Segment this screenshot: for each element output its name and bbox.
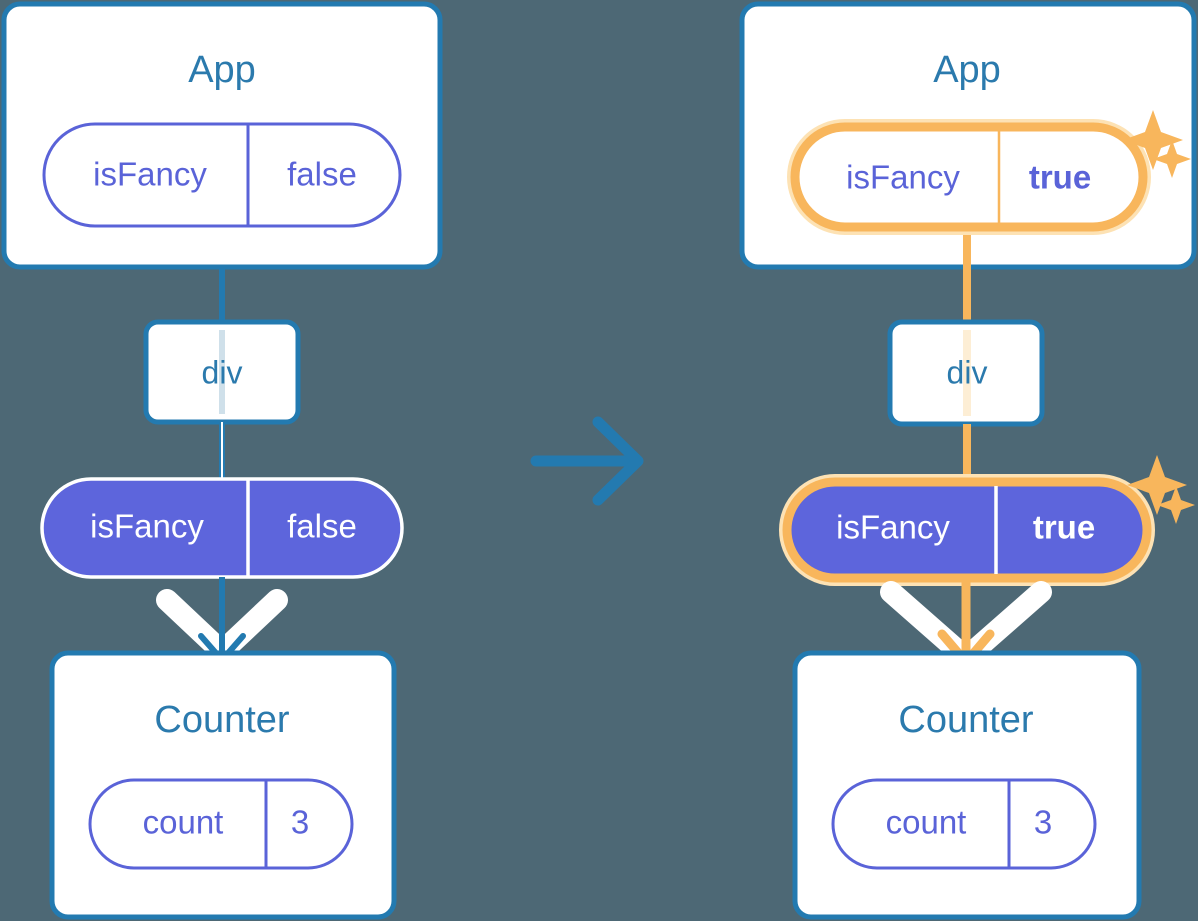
right-app-pill-highlight bbox=[790, 122, 1148, 232]
left-counter-state-pill: count 3 bbox=[88, 778, 354, 870]
sparkle-icon bbox=[1157, 486, 1195, 524]
right-prop-value: true bbox=[1033, 509, 1095, 546]
left-counter-title: Counter bbox=[154, 699, 290, 741]
right-flow-arrow bbox=[880, 578, 1052, 667]
right-app-state-value: true bbox=[1029, 159, 1091, 196]
sparkle-icon bbox=[1127, 455, 1187, 515]
right-counter-state-name: count bbox=[886, 804, 967, 841]
right-app-sparkles bbox=[1123, 110, 1191, 178]
left-prop-name: isFancy bbox=[90, 508, 204, 545]
sparkle-icon bbox=[1153, 140, 1191, 178]
right-prop-pill: isFancy true bbox=[779, 474, 1155, 586]
right-counter-state-value: 3 bbox=[1034, 804, 1052, 841]
left-prop-pill: isFancy false bbox=[40, 477, 404, 579]
left-counter-state-value: 3 bbox=[291, 804, 309, 841]
left-flow-arrow bbox=[156, 577, 288, 663]
left-app-state-value: false bbox=[287, 156, 357, 193]
right-prop-name: isFancy bbox=[836, 509, 950, 546]
right-tree: App isFancy true bbox=[739, 1, 1197, 920]
left-app-title: App bbox=[188, 49, 256, 91]
right-app-state-name: isFancy bbox=[846, 159, 960, 196]
left-app-state-pill: isFancy false bbox=[42, 122, 402, 228]
right-div-label: div bbox=[947, 354, 988, 390]
left-tree: App isFancy false div bbox=[1, 1, 443, 920]
left-div-label: div bbox=[202, 354, 243, 390]
left-counter-state-name: count bbox=[143, 804, 224, 841]
sparkle-icon bbox=[1123, 110, 1183, 170]
right-app-state-pill: isFancy true bbox=[787, 119, 1151, 235]
right-app-title: App bbox=[933, 49, 1001, 91]
right-counter-state-pill: count 3 bbox=[831, 778, 1097, 870]
separator-arrow-right-icon bbox=[530, 416, 644, 506]
left-app-state-name: isFancy bbox=[93, 156, 207, 193]
right-prop-sparkles bbox=[1127, 455, 1195, 524]
right-counter-title: Counter bbox=[898, 699, 1034, 741]
left-prop-value: false bbox=[287, 508, 357, 545]
